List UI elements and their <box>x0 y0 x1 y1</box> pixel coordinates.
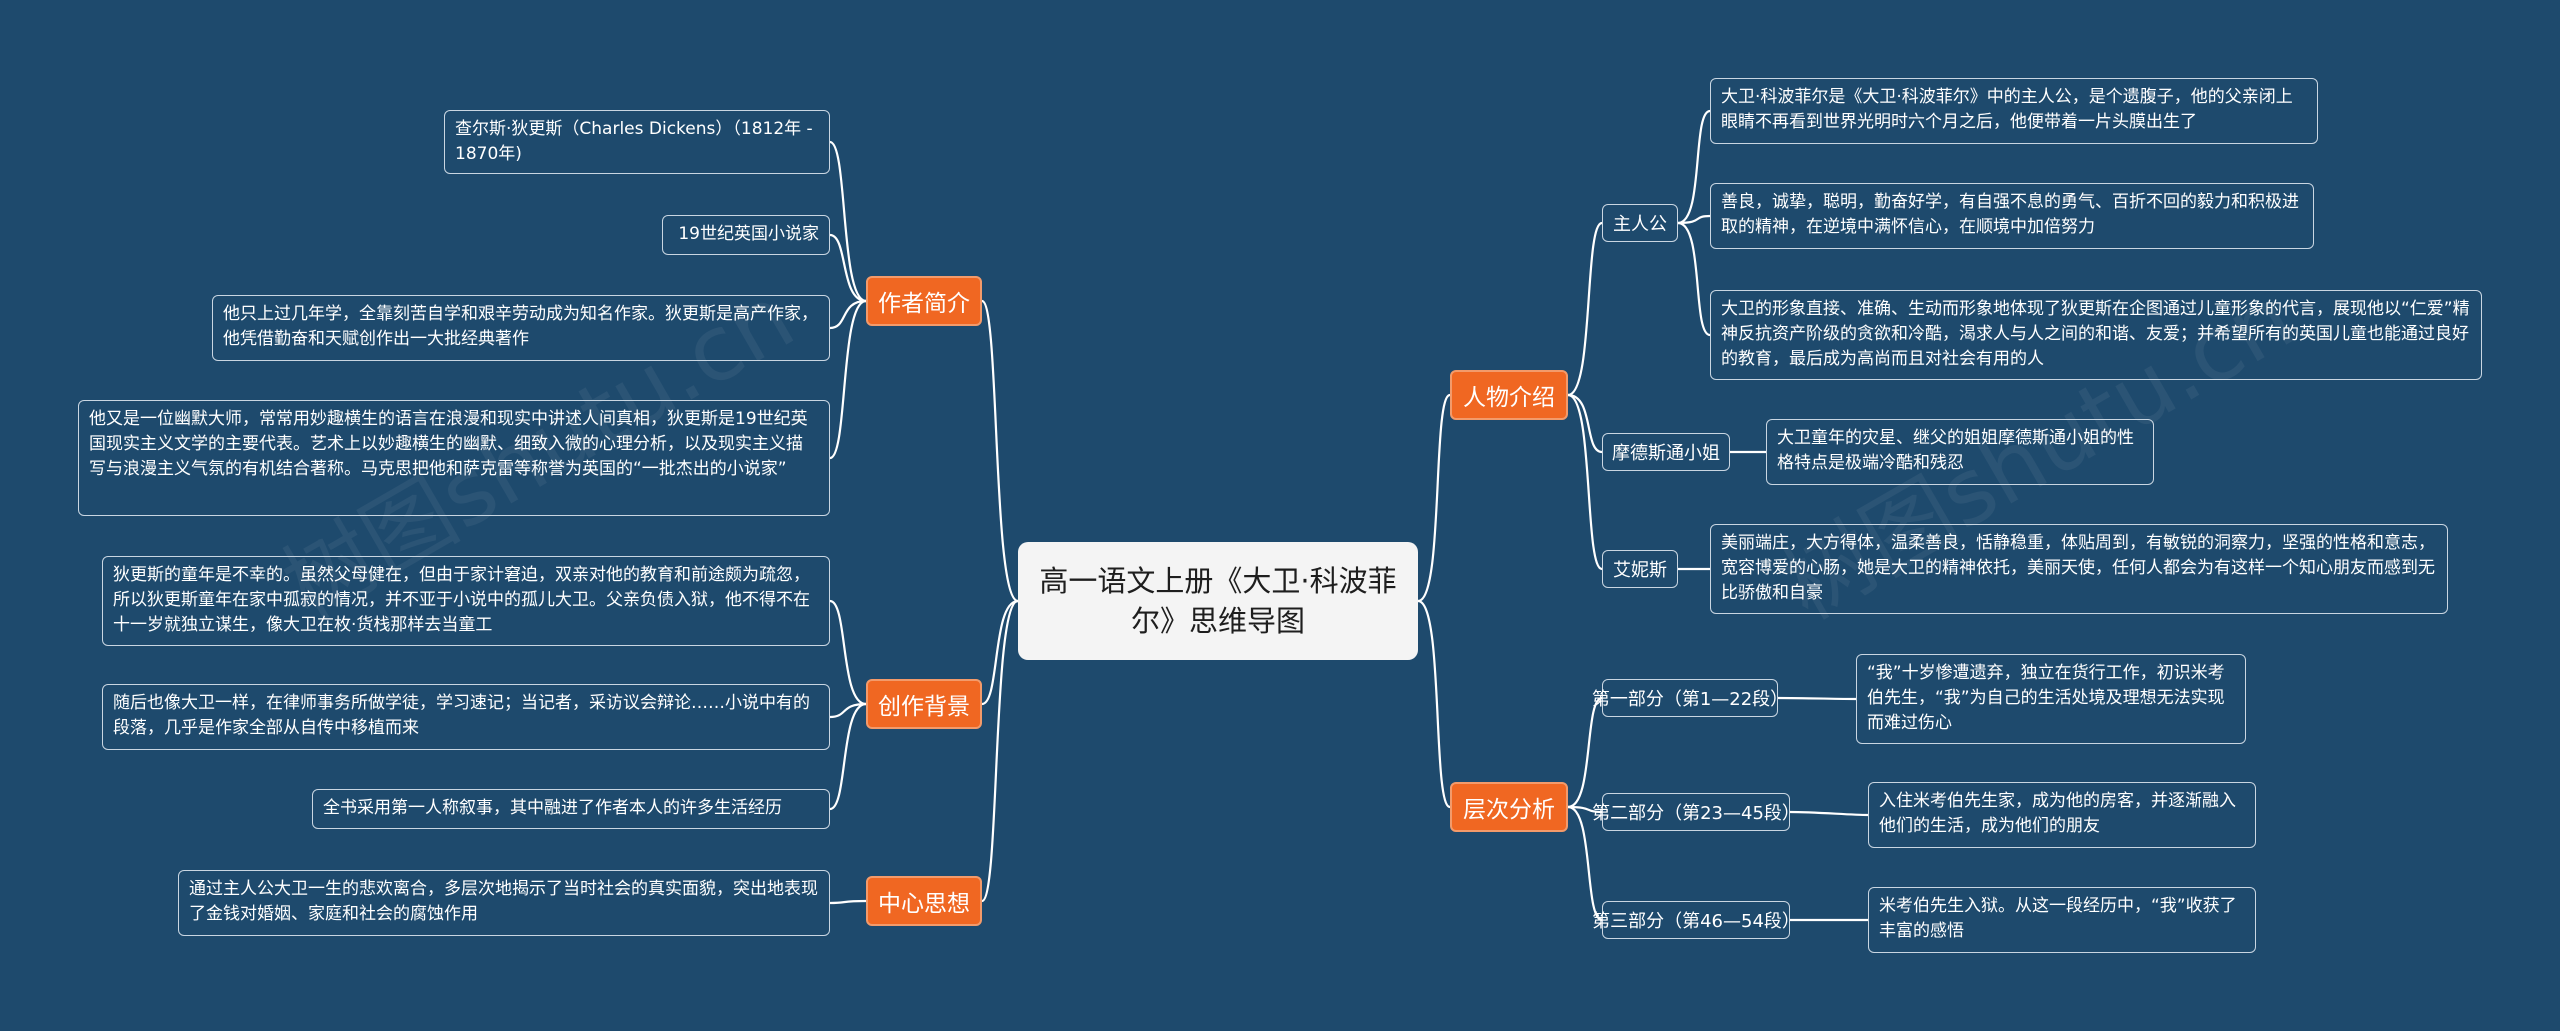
sub-label: 第三部分（第46—54段） <box>1592 911 1800 932</box>
sub-label: 第二部分（第23—45段） <box>1592 803 1800 824</box>
author-item-3[interactable]: 他只上过几年学，全靠刻苦自学和艰辛劳动成为知名作家。狄更斯是高产作家，他凭借勤奋… <box>212 295 830 361</box>
author-item-1[interactable]: 查尔斯·狄更斯（Charles Dickens）（1812年 - 1870年) <box>444 110 830 174</box>
sub-label: 艾妮斯 <box>1613 560 1667 581</box>
branch-label: 创作背景 <box>878 694 970 720</box>
protagonist-item-3[interactable]: 大卫的形象直接、准确、生动而形象地体现了狄更斯在企图通过儿童形象的代言，展现他以… <box>1710 290 2482 380</box>
connector-line <box>829 140 867 303</box>
background-item-1[interactable]: 狄更斯的童年是不幸的。虽然父母健在，但由于家计窘迫，双亲对他的教育和前途颇为疏忽… <box>102 556 830 646</box>
connector-line <box>1789 810 1869 817</box>
connector-line <box>829 233 867 303</box>
sub-label: 主人公 <box>1613 214 1667 235</box>
murdstone-item-1[interactable]: 大卫童年的灾星、继父的姐姐摩德斯通小姐的性格特点是极端冷酷和残忍 <box>1766 419 2154 485</box>
background-item-3[interactable]: 全书采用第一人称叙事，其中融进了作者本人的许多生活经历 <box>312 789 830 829</box>
leaf-text: 19世纪英国小说家 <box>678 224 819 244</box>
leaf-text: “我”十岁惨遭遗弃，独立在货行工作，初识米考伯先生，“我”为自己的生活处境及理想… <box>1867 663 2225 733</box>
leaf-text: 米考伯先生入狱。从这一段经历中，“我”收获了丰富的感悟 <box>1879 896 2237 941</box>
connector-line <box>1567 805 1603 922</box>
connector-line <box>981 599 1019 706</box>
leaf-text: 善良，诚挚，聪明，勤奋好学，有自强不息的勇气、百折不回的毅力和积极进取的精神，在… <box>1721 192 2299 237</box>
sub-part-2[interactable]: 第二部分（第23—45段） <box>1592 793 1800 831</box>
branch-label: 人物介绍 <box>1463 385 1555 411</box>
connector-line <box>1417 599 1452 809</box>
connector-line <box>829 702 867 811</box>
branch-structure[interactable]: 层次分析 <box>1450 782 1568 832</box>
leaf-text: 他只上过几年学，全靠刻苦自学和艰辛劳动成为知名作家。狄更斯是高产作家，他凭借勤奋… <box>223 304 818 349</box>
leaf-text: 随后也像大卫一样，在律师事务所做学徒，学习速记；当记者，采访议会辩论……小说中有… <box>113 693 810 738</box>
connector-line <box>829 899 867 905</box>
branch-theme[interactable]: 中心思想 <box>866 876 982 926</box>
leaf-text: 入住米考伯先生家，成为他的房客，并逐渐融入他们的生活，成为他们的朋友 <box>1879 791 2236 836</box>
connector-line <box>1567 393 1603 454</box>
branch-author[interactable]: 作者简介 <box>866 276 982 326</box>
leaf-text: 美丽端庄，大方得体，温柔善良，恬静稳重，体贴周到，有敏锐的洞察力，坚强的性格和意… <box>1721 533 2435 603</box>
sub-agnes[interactable]: 艾妮斯 <box>1602 550 1678 588</box>
part1-item-1[interactable]: “我”十岁惨遭遗弃，独立在货行工作，初识米考伯先生，“我”为自己的生活处境及理想… <box>1856 654 2246 744</box>
part2-item-1[interactable]: 入住米考伯先生家，成为他的房客，并逐渐融入他们的生活，成为他们的朋友 <box>1868 782 2256 848</box>
root-title: 高一语文上册《大卫·科波菲尔》思维导图 <box>1039 564 1397 638</box>
connector-line <box>1567 805 1603 814</box>
connector-line <box>1677 214 1711 225</box>
connector-line <box>1567 221 1603 397</box>
connector-line <box>829 299 867 330</box>
connector-line <box>1677 109 1711 225</box>
leaf-text: 狄更斯的童年是不幸的。虽然父母健在，但由于家计窘迫，双亲对他的教育和前途颇为疏忽… <box>113 565 810 635</box>
connector-line <box>1777 696 1857 701</box>
sub-part-1[interactable]: 第一部分（第1—22段） <box>1592 679 1788 717</box>
connector-line <box>980 299 1019 603</box>
author-item-4[interactable]: 他又是一位幽默大师，常常用妙趣横生的语言在浪漫和现实中讲述人间真相，狄更斯是19… <box>78 400 830 516</box>
connector-line <box>829 599 867 706</box>
leaf-text: 通过主人公大卫一生的悲欢离合，多层次地揭示了当时社会的真实面貌，突出地表现了金钱… <box>189 879 818 924</box>
part3-item-1[interactable]: 米考伯先生入狱。从这一段经历中，“我”收获了丰富的感悟 <box>1868 887 2256 953</box>
connector-line <box>1677 221 1711 337</box>
connector-line <box>980 599 1019 903</box>
theme-item-1[interactable]: 通过主人公大卫一生的悲欢离合，多层次地揭示了当时社会的真实面貌，突出地表现了金钱… <box>178 870 830 936</box>
connector-line <box>1567 393 1603 571</box>
root-topic[interactable]: 高一语文上册《大卫·科波菲尔》思维导图 <box>1018 542 1418 660</box>
connector-line <box>829 702 867 719</box>
leaf-text: 查尔斯·狄更斯（Charles Dickens）（1812年 - 1870年) <box>455 119 813 164</box>
branch-label: 中心思想 <box>878 891 970 917</box>
author-item-2[interactable]: 19世纪英国小说家 <box>662 215 830 255</box>
background-item-2[interactable]: 随后也像大卫一样，在律师事务所做学徒，学习速记；当记者，采访议会辩论……小说中有… <box>102 684 830 750</box>
leaf-text: 全书采用第一人称叙事，其中融进了作者本人的许多生活经历 <box>323 798 782 818</box>
sub-label: 第一部分（第1—22段） <box>1591 689 1789 710</box>
connector-line <box>1567 696 1603 809</box>
sub-protagonist[interactable]: 主人公 <box>1602 204 1678 242</box>
branch-characters[interactable]: 人物介绍 <box>1450 370 1568 420</box>
sub-murdstone[interactable]: 摩德斯通小姐 <box>1602 433 1730 471</box>
sub-label: 摩德斯通小姐 <box>1612 443 1720 464</box>
connector-line <box>829 299 867 460</box>
protagonist-item-2[interactable]: 善良，诚挚，聪明，勤奋好学，有自强不息的勇气、百折不回的毅力和积极进取的精神，在… <box>1710 183 2314 249</box>
branch-background[interactable]: 创作背景 <box>866 679 982 729</box>
protagonist-item-1[interactable]: 大卫·科波菲尔是《大卫·科波菲尔》中的主人公，是个遗腹子，他的父亲闭上眼睛不再看… <box>1710 78 2318 144</box>
branch-label: 层次分析 <box>1463 797 1555 823</box>
leaf-text: 他又是一位幽默大师，常常用妙趣横生的语言在浪漫和现实中讲述人间真相，狄更斯是19… <box>89 409 808 479</box>
sub-part-3[interactable]: 第三部分（第46—54段） <box>1592 901 1800 939</box>
branch-label: 作者简介 <box>878 291 970 317</box>
connector-line <box>1417 393 1452 603</box>
leaf-text: 大卫的形象直接、准确、生动而形象地体现了狄更斯在企图通过儿童形象的代言，展现他以… <box>1721 299 2470 369</box>
leaf-text: 大卫童年的灾星、继父的姐姐摩德斯通小姐的性格特点是极端冷酷和残忍 <box>1777 428 2134 473</box>
agnes-item-1[interactable]: 美丽端庄，大方得体，温柔善良，恬静稳重，体贴周到，有敏锐的洞察力，坚强的性格和意… <box>1710 524 2448 614</box>
leaf-text: 大卫·科波菲尔是《大卫·科波菲尔》中的主人公，是个遗腹子，他的父亲闭上眼睛不再看… <box>1721 87 2293 132</box>
